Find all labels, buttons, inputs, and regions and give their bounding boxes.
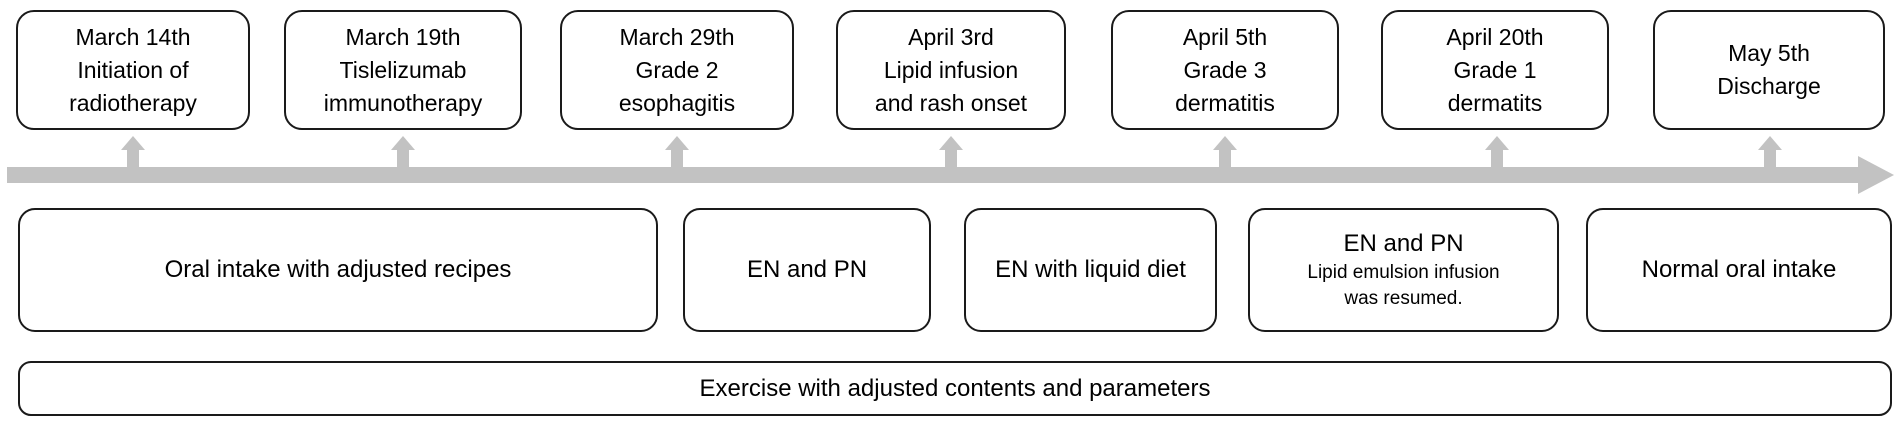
event-box-tislelizumab-immunotherapy: March 19th Tislelizumab immunotherapy bbox=[284, 10, 522, 130]
event-box-lipid-infusion-rash-onset: April 3rd Lipid infusion and rash onset bbox=[836, 10, 1066, 130]
timeline-axis-bar bbox=[7, 167, 1858, 183]
nutrition-text: EN and PN bbox=[746, 256, 868, 283]
event-text: immunotherapy bbox=[323, 89, 483, 116]
event-text: dermatits bbox=[1447, 89, 1543, 116]
up-arrow-icon bbox=[121, 136, 145, 168]
event-date: May 5th bbox=[1728, 40, 1810, 66]
event-box-grade-2-esophagitis: March 29th Grade 2 esophagitis bbox=[560, 10, 794, 130]
up-arrow-icon bbox=[665, 136, 689, 168]
nutrition-box-normal-oral-intake: Normal oral intake bbox=[1586, 208, 1892, 332]
event-date: April 3rd bbox=[908, 23, 994, 50]
nutrition-subtext: Lipid emulsion infusion bbox=[1307, 262, 1500, 283]
exercise-text: Exercise with adjusted contents and para… bbox=[699, 374, 1211, 402]
event-text: Grade 3 bbox=[1183, 56, 1267, 83]
event-text: Grade 2 bbox=[635, 56, 719, 83]
nutrition-box-oral-intake-adjusted-recipes: Oral intake with adjusted recipes bbox=[18, 208, 658, 332]
up-arrow-head bbox=[665, 136, 689, 150]
up-arrow-shaft bbox=[671, 150, 683, 168]
up-arrow-icon bbox=[1758, 136, 1782, 168]
event-date: April 20th bbox=[1446, 23, 1544, 50]
nutrition-box-en-pn-lipid-resumed: EN and PN Lipid emulsion infusion was re… bbox=[1248, 208, 1559, 332]
event-text: esophagitis bbox=[618, 89, 736, 116]
nutrition-text: EN with liquid diet bbox=[995, 256, 1186, 283]
event-box-grade-3-dermatitis: April 5th Grade 3 dermatitis bbox=[1111, 10, 1339, 130]
up-arrow-shaft bbox=[1219, 150, 1231, 168]
event-date: March 14th bbox=[75, 23, 191, 50]
event-box-initiation-of-radiotherapy: March 14th Initiation of radiotherapy bbox=[16, 10, 250, 130]
event-box-discharge: May 5th Discharge bbox=[1653, 10, 1885, 130]
event-text: Grade 1 bbox=[1453, 56, 1537, 83]
up-arrow-head bbox=[1758, 136, 1782, 150]
up-arrow-icon bbox=[939, 136, 963, 168]
nutrition-box-en-and-pn: EN and PN bbox=[683, 208, 931, 332]
exercise-box: Exercise with adjusted contents and para… bbox=[18, 361, 1892, 416]
event-text: radiotherapy bbox=[69, 89, 197, 116]
event-date: March 29th bbox=[619, 23, 735, 50]
event-text: Tislelizumab bbox=[339, 56, 467, 83]
event-text: dermatitis bbox=[1175, 89, 1275, 116]
up-arrow-shaft bbox=[1491, 150, 1503, 168]
up-arrow-head bbox=[121, 136, 145, 150]
nutrition-subtext: was resumed. bbox=[1344, 288, 1463, 309]
event-date: April 5th bbox=[1182, 23, 1268, 50]
event-text: Discharge bbox=[1717, 73, 1821, 99]
up-arrow-icon bbox=[391, 136, 415, 168]
up-arrow-head bbox=[391, 136, 415, 150]
up-arrow-shaft bbox=[945, 150, 957, 168]
event-text: Lipid infusion bbox=[883, 56, 1019, 83]
timeline-axis-arrowhead-icon bbox=[1858, 156, 1894, 194]
event-text: and rash onset bbox=[874, 89, 1028, 116]
event-date: March 19th bbox=[345, 23, 461, 50]
nutrition-text: Oral intake with adjusted recipes bbox=[164, 256, 512, 283]
nutrition-title: EN and PN bbox=[1343, 230, 1464, 257]
up-arrow-head bbox=[1485, 136, 1509, 150]
nutrition-text: Normal oral intake bbox=[1641, 256, 1837, 283]
up-arrow-icon bbox=[1213, 136, 1237, 168]
nutrition-box-en-liquid-diet: EN with liquid diet bbox=[964, 208, 1217, 332]
event-text: Initiation of bbox=[77, 56, 189, 83]
event-box-grade-1-dermatitis: April 20th Grade 1 dermatits bbox=[1381, 10, 1609, 130]
up-arrow-icon bbox=[1485, 136, 1509, 168]
up-arrow-shaft bbox=[127, 150, 139, 168]
up-arrow-head bbox=[1213, 136, 1237, 150]
up-arrow-shaft bbox=[397, 150, 409, 168]
up-arrow-head bbox=[939, 136, 963, 150]
up-arrow-shaft bbox=[1764, 150, 1776, 168]
